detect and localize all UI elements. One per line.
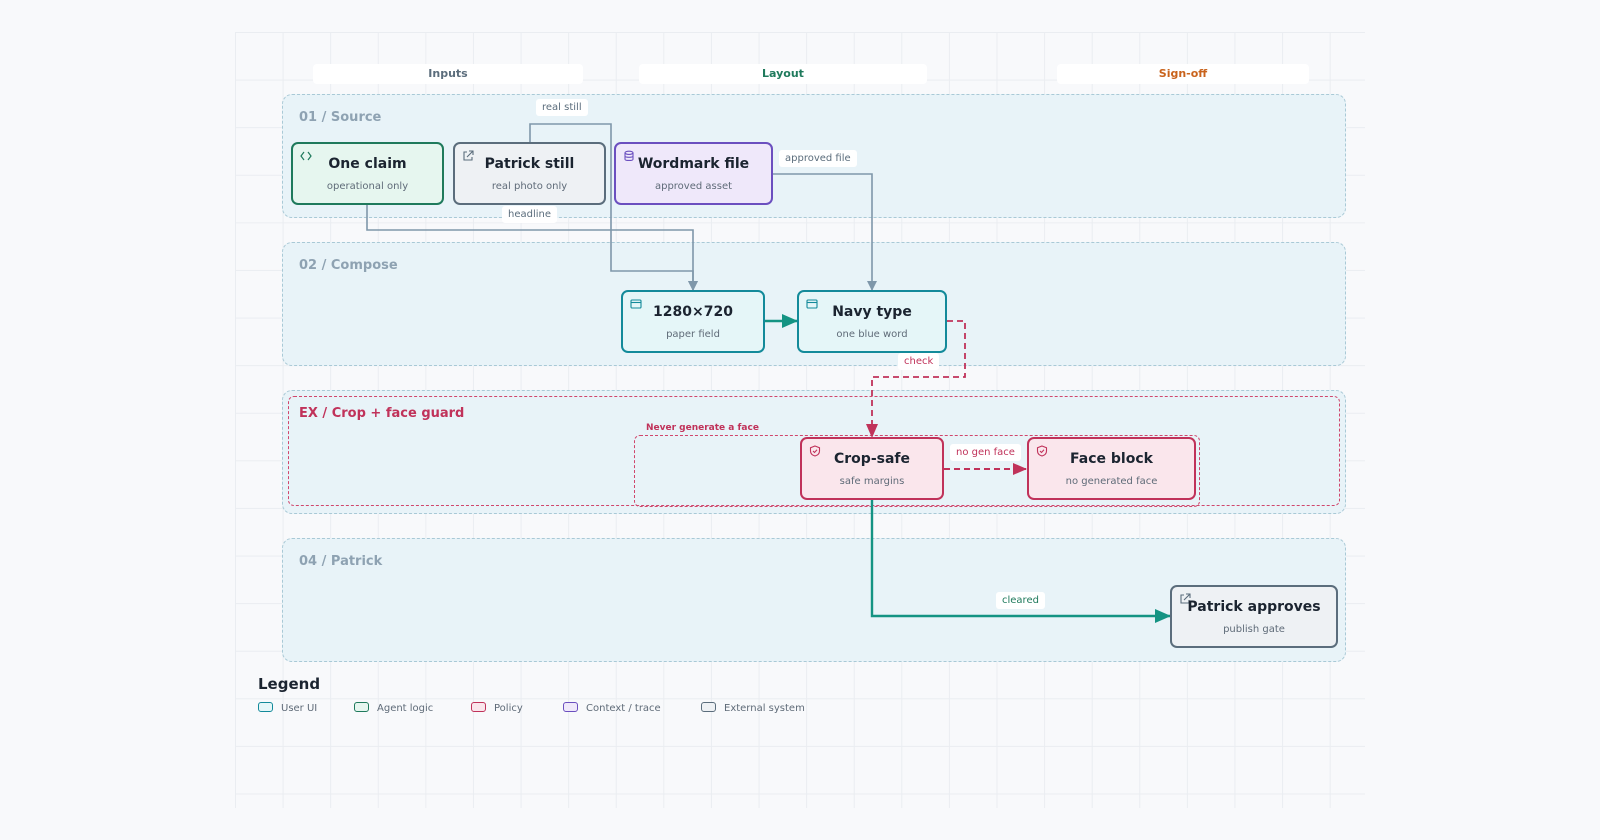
node-title: One claim [328,156,407,172]
column-header-signoff: Sign-off [1057,64,1309,84]
lane-patrick: 04 / Patrick [282,538,1346,662]
legend-item-external-system: External system [701,702,805,716]
node-wordmark-file[interactable]: Wordmark file approved asset [614,142,773,205]
window-icon [630,299,642,309]
edge-label-no-gen-face: no gen face [950,444,1021,461]
shield-icon [1036,445,1048,457]
node-subtitle: publish gate [1223,624,1285,635]
node-title: Face block [1070,451,1153,467]
node-title: Patrick still [484,156,575,172]
node-face-block[interactable]: Face block no generated face [1027,437,1196,500]
external-link-icon [463,150,474,161]
edge-label-approved-file: approved file [779,150,857,167]
node-navy-type[interactable]: Navy type one blue word [797,290,947,353]
database-icon [624,150,634,162]
edge-headline [366,204,698,291]
node-title: Navy type [832,304,912,320]
node-canvas-1280x720[interactable]: 1280×720 paper field [621,290,765,353]
node-subtitle: one blue word [836,329,908,340]
node-subtitle: operational only [326,181,409,192]
node-title: Patrick approves [1187,599,1321,615]
window-icon [806,299,818,309]
node-patrick-still[interactable]: Patrick still real photo only [453,142,606,205]
legend-item-agent-logic: Agent logic [354,702,433,716]
lane-title: 04 / Patrick [299,554,383,569]
edge-real-still [529,123,698,291]
code-icon [300,151,312,161]
legend-item-context-trace: Context / trace [563,702,661,716]
node-patrick-approves[interactable]: Patrick approves publish gate [1170,585,1338,648]
node-title: 1280×720 [653,304,733,320]
node-crop-safe[interactable]: Crop-safe safe margins [800,437,944,500]
edge-label-check: check [898,353,940,370]
lane-title: EX / Crop + face guard [299,406,465,421]
node-one-claim[interactable]: One claim operational only [291,142,444,205]
node-subtitle: paper field [666,329,720,340]
node-subtitle: no generated face [1065,476,1158,487]
column-header-inputs: Inputs [313,64,583,84]
face-guard-label: Never generate a face [644,423,761,433]
node-subtitle: approved asset [654,181,733,192]
external-link-icon [1180,593,1191,604]
legend-item-policy: Policy [471,702,523,716]
edge-approved-file [773,173,877,291]
node-title: Crop-safe [834,451,910,467]
edge-cleared [870,500,1171,623]
edge-check [866,320,966,438]
node-title: Wordmark file [637,156,750,172]
guard-outer-boundary [288,396,1340,506]
lane-title: 02 / Compose [299,258,398,273]
shield-icon [809,445,821,457]
legend-title: Legend [258,675,321,693]
edge-label-headline: headline [502,206,558,223]
legend-item-user-ui: User UI [258,702,317,716]
node-subtitle: safe margins [839,476,905,487]
edge-label-real-still: real still [536,99,588,116]
column-header-layout: Layout [639,64,927,84]
node-subtitle: real photo only [491,181,568,192]
edge-label-cleared: cleared [996,592,1045,609]
face-guard-boundary [634,435,1200,507]
lane-title: 01 / Source [299,110,382,125]
